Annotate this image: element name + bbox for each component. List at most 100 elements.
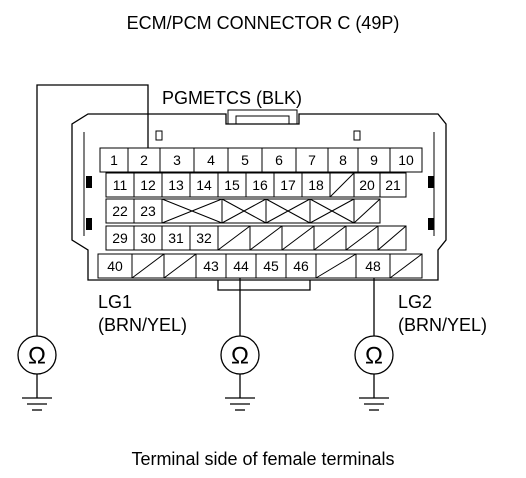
terminal-11: 11 xyxy=(105,172,135,198)
terminal-label: 3 xyxy=(173,152,181,168)
terminal-2: 2 xyxy=(127,147,161,173)
ohmmeter-terminal-48: Ω xyxy=(354,335,394,411)
terminal-unused xyxy=(313,225,347,251)
terminal-label: 40 xyxy=(107,258,123,274)
terminal-10: 10 xyxy=(389,147,423,173)
terminal-13: 13 xyxy=(161,172,191,198)
terminal-30: 30 xyxy=(133,225,163,251)
terminal-label: 11 xyxy=(113,177,128,193)
terminal-label: 18 xyxy=(308,177,324,193)
terminal-14: 14 xyxy=(189,172,219,198)
terminal-unused xyxy=(353,198,381,224)
terminal-unused xyxy=(389,253,423,279)
terminal-unused xyxy=(265,198,311,224)
connector-title: ECM/PCM CONNECTOR C (49P) xyxy=(127,13,400,33)
terminal-21: 21 xyxy=(379,172,407,198)
ohmmeter-terminal-2: Ω xyxy=(17,335,57,411)
terminal-label: 13 xyxy=(168,177,184,193)
terminal-unused xyxy=(345,225,379,251)
terminal-label: 45 xyxy=(263,258,279,274)
terminal-label: 29 xyxy=(112,230,128,246)
terminal-label: 17 xyxy=(280,177,296,193)
terminal-label: 44 xyxy=(233,258,249,274)
terminal-15: 15 xyxy=(217,172,247,198)
terminal-6: 6 xyxy=(261,147,297,173)
lg2-label: LG2 xyxy=(398,292,432,312)
terminal-unused xyxy=(161,198,223,224)
terminal-17: 17 xyxy=(273,172,303,198)
lg1-label: LG1 xyxy=(98,292,132,312)
terminal-unused xyxy=(329,172,355,198)
terminal-3: 3 xyxy=(159,147,195,173)
terminal-label: 23 xyxy=(140,203,156,219)
terminal-label: 16 xyxy=(252,177,268,193)
terminal-4: 4 xyxy=(193,147,229,173)
terminal-label: 8 xyxy=(339,152,347,168)
ohm-symbol: Ω xyxy=(231,343,249,370)
terminal-46: 46 xyxy=(285,253,317,279)
ground-icon xyxy=(22,397,52,411)
terminal-unused xyxy=(217,225,251,251)
terminal-label: 1 xyxy=(110,152,118,168)
terminal-label: 31 xyxy=(168,230,184,246)
terminal-20: 20 xyxy=(353,172,381,198)
lg1-wire-color: (BRN/YEL) xyxy=(98,315,187,335)
terminal-label: 14 xyxy=(196,177,212,193)
terminal-5: 5 xyxy=(227,147,263,173)
terminal-unused xyxy=(309,198,355,224)
terminal-44: 44 xyxy=(225,253,257,279)
terminal-7: 7 xyxy=(295,147,329,173)
terminal-label: 43 xyxy=(203,258,219,274)
terminal-16: 16 xyxy=(245,172,275,198)
terminal-label: 32 xyxy=(196,230,212,246)
terminal-label: 5 xyxy=(241,152,249,168)
terminal-29: 29 xyxy=(105,225,135,251)
ohmmeter-terminal-44: Ω xyxy=(220,335,260,411)
ohm-symbol: Ω xyxy=(365,343,383,370)
terminal-1: 1 xyxy=(99,147,129,173)
terminal-unused xyxy=(249,225,283,251)
terminal-48: 48 xyxy=(355,253,391,279)
terminal-label: 4 xyxy=(207,152,215,168)
terminal-label: 7 xyxy=(308,152,316,168)
terminal-12: 12 xyxy=(133,172,163,198)
terminal-9: 9 xyxy=(357,147,391,173)
terminal-label: 46 xyxy=(293,258,309,274)
terminal-23: 23 xyxy=(133,198,163,224)
terminal-8: 8 xyxy=(327,147,359,173)
terminal-45: 45 xyxy=(255,253,287,279)
lg2-wire-color: (BRN/YEL) xyxy=(398,315,487,335)
terminal-label: 12 xyxy=(140,177,156,193)
terminal-unused xyxy=(281,225,315,251)
pgmetcs-label: PGMETCS (BLK) xyxy=(162,88,302,108)
caption: Terminal side of female terminals xyxy=(131,449,394,469)
terminal-label: 6 xyxy=(275,152,283,168)
terminal-32: 32 xyxy=(189,225,219,251)
terminal-31: 31 xyxy=(161,225,191,251)
terminal-label: 48 xyxy=(365,258,381,274)
terminal-unused xyxy=(315,253,357,279)
terminal-label: 22 xyxy=(112,203,128,219)
terminal-18: 18 xyxy=(301,172,331,198)
terminal-label: 20 xyxy=(359,177,375,193)
probe-leads xyxy=(36,84,375,336)
ground-icon xyxy=(359,397,389,411)
terminal-label: 30 xyxy=(140,230,156,246)
terminal-unused xyxy=(221,198,267,224)
terminal-22: 22 xyxy=(105,198,135,224)
terminal-label: 10 xyxy=(398,152,414,168)
terminal-label: 2 xyxy=(140,152,148,168)
connector-housing xyxy=(71,109,447,291)
terminal-label: 15 xyxy=(224,177,240,193)
terminal-label: 9 xyxy=(370,152,378,168)
terminal-unused xyxy=(163,253,197,279)
ohm-symbol: Ω xyxy=(28,343,46,370)
terminal-40: 40 xyxy=(97,253,133,279)
terminal-label: 21 xyxy=(385,177,401,193)
terminal-43: 43 xyxy=(195,253,227,279)
terminal-unused xyxy=(377,225,407,251)
ground-icon xyxy=(225,397,255,411)
